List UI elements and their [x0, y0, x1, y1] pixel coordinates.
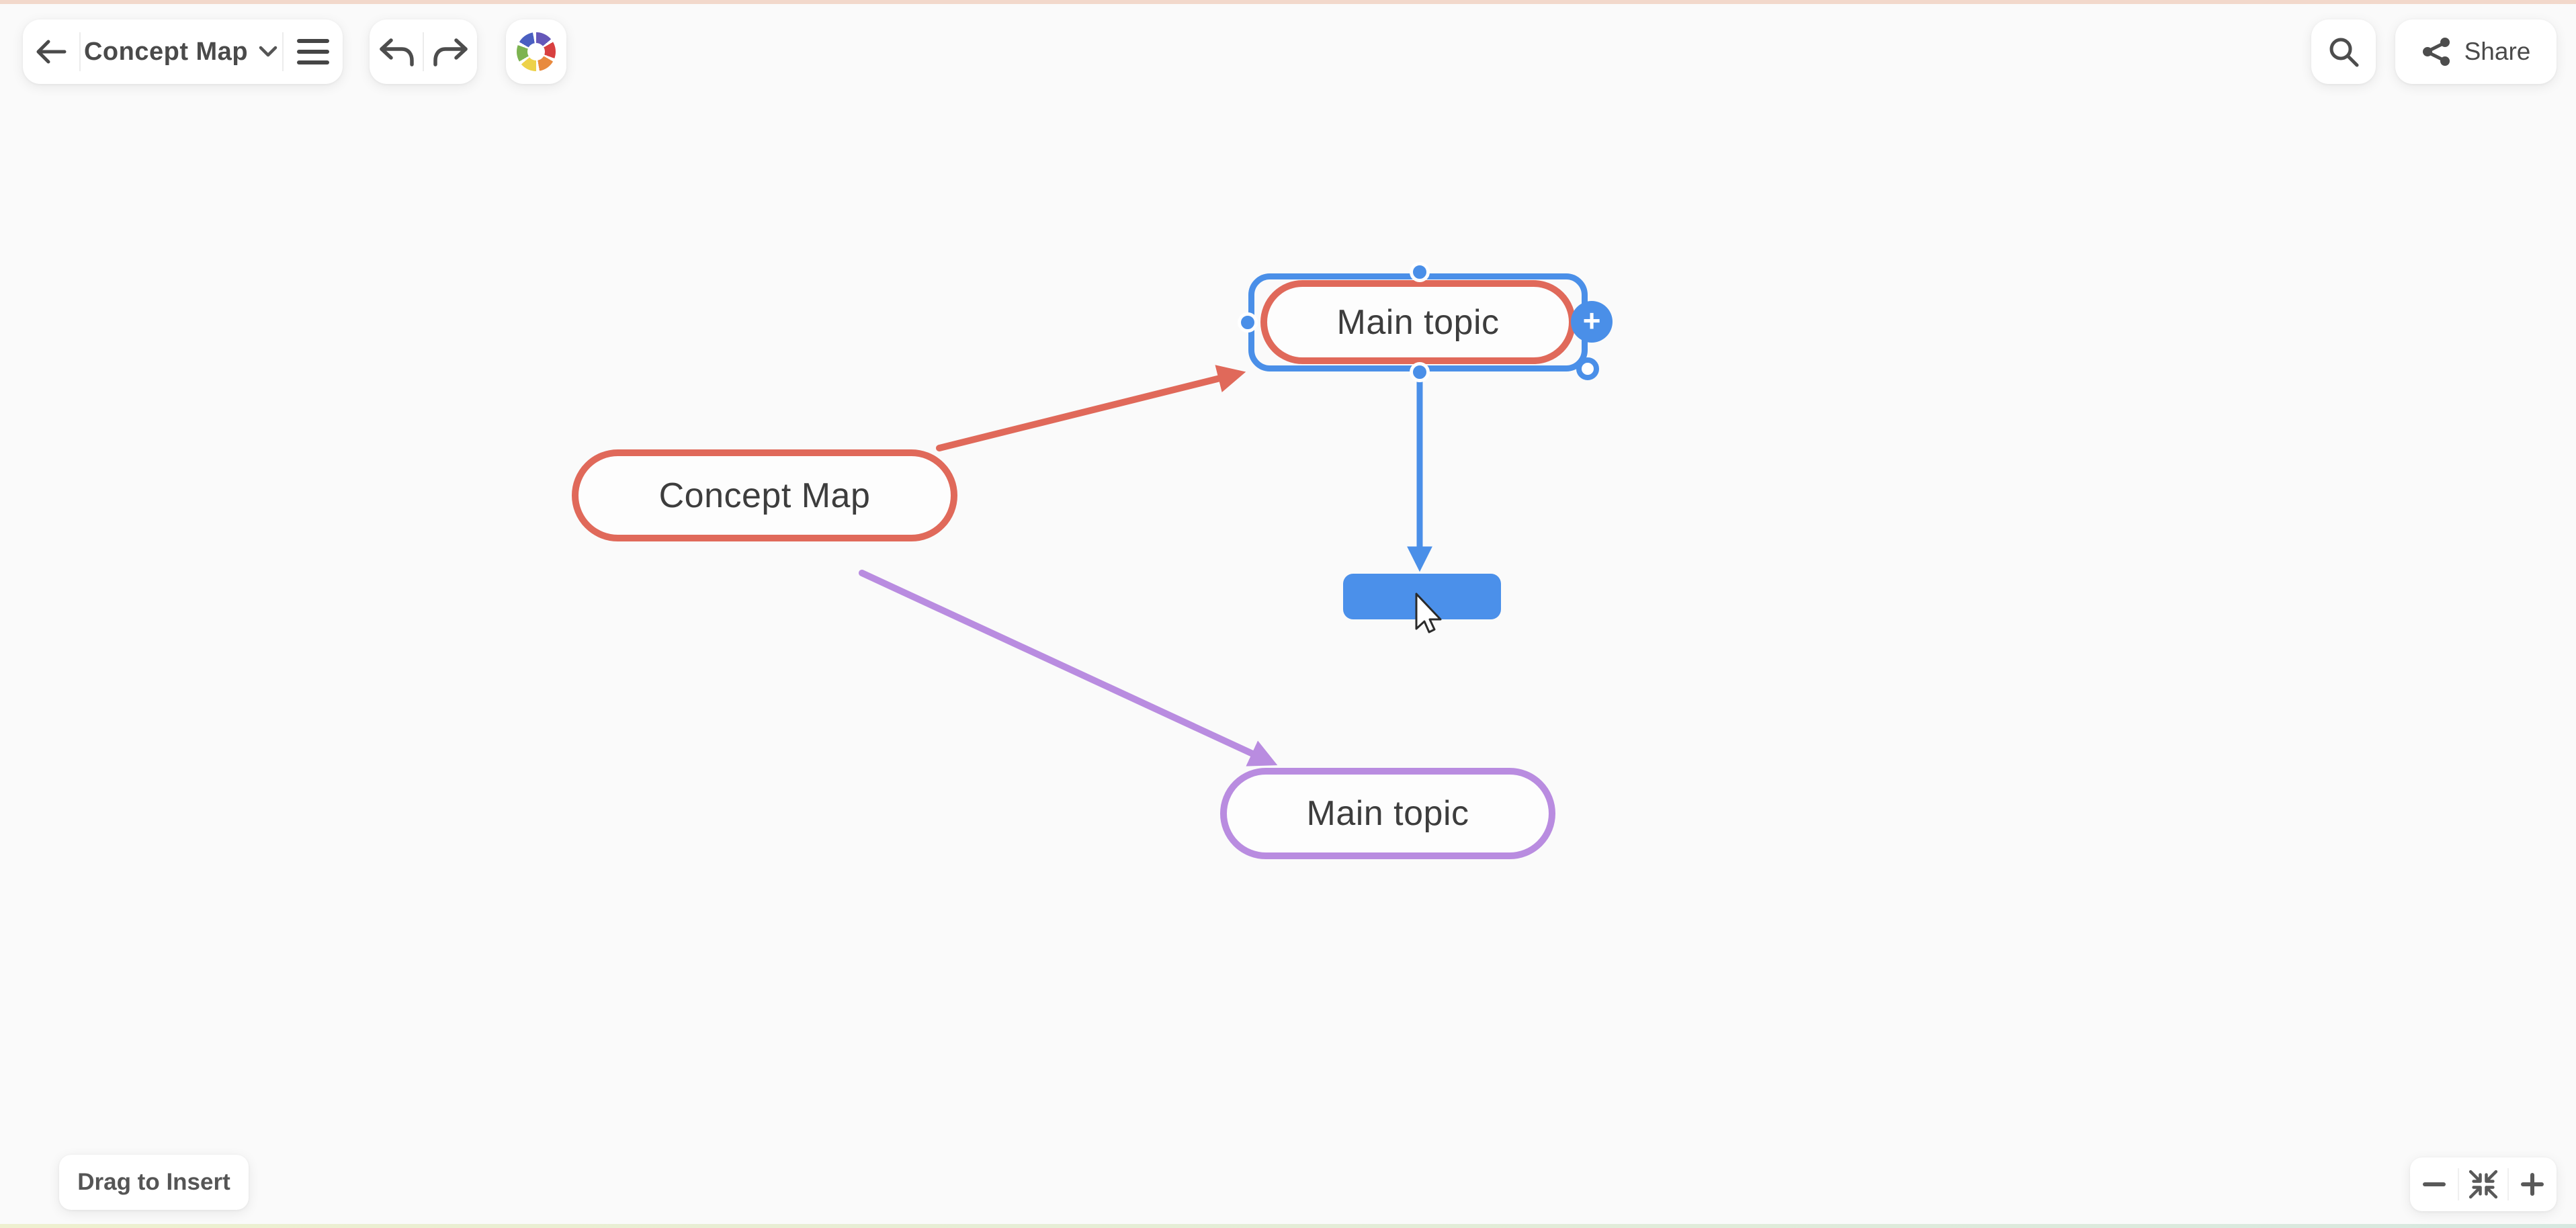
- node-label: Concept Map: [658, 476, 871, 515]
- toolbar-divider: [282, 32, 284, 71]
- zoom-controls: [2410, 1157, 2557, 1211]
- document-title-dropdown[interactable]: Concept Map: [81, 19, 282, 84]
- selection-handle-left[interactable]: [1238, 312, 1258, 333]
- app-logo-button[interactable]: [506, 19, 566, 84]
- chevron-down-icon: [257, 44, 279, 59]
- plus-icon: [2519, 1171, 2546, 1198]
- back-button[interactable]: [23, 19, 79, 84]
- selection-handle-top[interactable]: [1410, 262, 1430, 282]
- selection-outline: [1248, 273, 1588, 371]
- zoom-in-button[interactable]: [2509, 1157, 2557, 1211]
- undo-arrow-icon: [377, 34, 416, 69]
- window-bottom-edge: [0, 1224, 2576, 1228]
- selection-handle-bottom[interactable]: [1410, 362, 1430, 382]
- toolbar-divider: [2458, 1168, 2460, 1200]
- add-child-node-button[interactable]: +: [1571, 301, 1613, 343]
- edge-concept-to-main-topic[interactable]: [936, 365, 1246, 451]
- color-wheel-logo-icon: [517, 32, 556, 71]
- plus-icon: +: [1582, 303, 1601, 338]
- hamburger-menu-icon: [297, 39, 329, 64]
- node-new-preview[interactable]: [1343, 574, 1501, 619]
- node-main-topic-2[interactable]: Main topic: [1220, 768, 1555, 859]
- share-button[interactable]: Share: [2395, 19, 2557, 84]
- edge-concept-to-main-topic-2[interactable]: [859, 570, 1278, 766]
- toolbar-divider: [79, 32, 81, 71]
- drag-to-insert-button[interactable]: Drag to Insert: [59, 1155, 249, 1210]
- collapse-arrows-icon: [2465, 1166, 2501, 1202]
- drag-to-insert-label: Drag to Insert: [77, 1169, 230, 1195]
- search-button[interactable]: [2311, 19, 2376, 84]
- menu-button[interactable]: [284, 19, 343, 84]
- fit-to-screen-button[interactable]: [2459, 1157, 2507, 1211]
- toolbar-divider: [423, 32, 424, 71]
- zoom-out-button[interactable]: [2410, 1157, 2458, 1211]
- main-toolbar: Concept Map: [23, 19, 343, 84]
- share-icon: [2421, 36, 2452, 67]
- node-concept-map[interactable]: Concept Map: [572, 449, 957, 541]
- selection-resize-handle-bottom-right[interactable]: [1576, 357, 1599, 380]
- document-title: Concept Map: [83, 37, 249, 66]
- undo-button[interactable]: [370, 19, 423, 84]
- window-top-edge: [0, 0, 2576, 4]
- search-icon: [2326, 34, 2361, 69]
- redo-button[interactable]: [424, 19, 477, 84]
- toolbar-divider: [2507, 1168, 2509, 1200]
- redo-arrow-icon: [431, 34, 470, 69]
- minus-icon: [2421, 1171, 2448, 1198]
- history-toolbar: [370, 19, 477, 84]
- node-label: Main topic: [1306, 794, 1469, 833]
- arrow-left-icon: [34, 37, 69, 67]
- node-label: Main topic: [1336, 302, 1500, 342]
- share-label: Share: [2464, 38, 2531, 65]
